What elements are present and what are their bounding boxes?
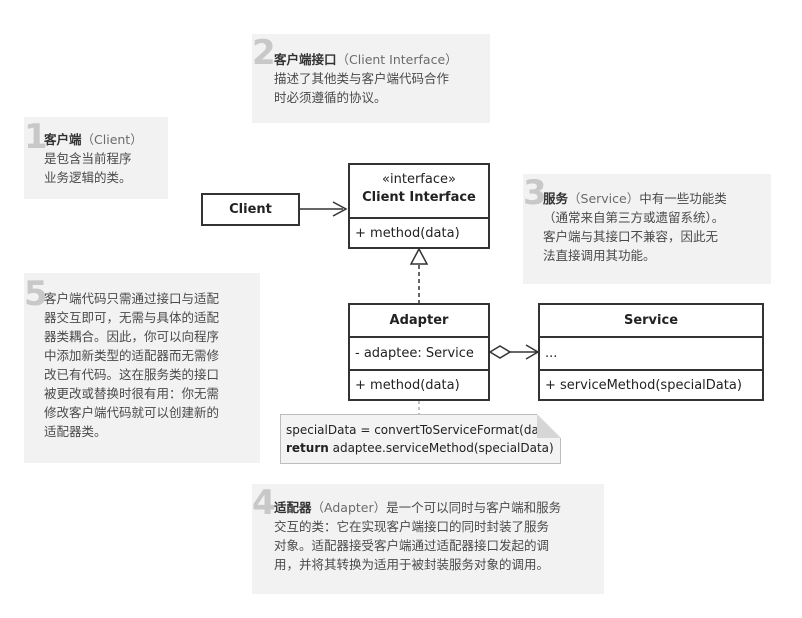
note-line: 修改客户端代码就可以创建新的 <box>44 405 220 420</box>
note-title-rest: 是一个可以同时与客户端和服务 <box>386 500 562 515</box>
class-service: Service ... + serviceMethod(specialData) <box>538 303 764 401</box>
note-line: 客户端与其接口不兼容，因此无 <box>543 229 719 244</box>
note-title: 客户端接口 <box>274 52 337 67</box>
note-line: 业务逻辑的类。 <box>44 170 132 185</box>
note-service: 3 服务（Service）中有一些功能类 （通常来自第三方或遗留系统）。 客户端… <box>523 174 771 284</box>
client-to-interface-arrowhead <box>332 201 348 217</box>
note-number: 1 <box>24 117 48 157</box>
note-client-interface: 2 客户端接口（Client Interface） 描述了其他类与客户端代码合作… <box>252 34 490 123</box>
note-line: 时必须遵循的协议。 <box>274 90 387 105</box>
note-fold-corner <box>537 414 561 438</box>
note-title-en: （Service） <box>568 191 640 206</box>
code-line-1: specialData = convertToServiceFormat(dat… <box>286 423 556 437</box>
note-line: 用，并将其转换为适用于被封装服务对象的调用。 <box>274 557 550 572</box>
note-line: （通常来自第三方或遗留系统）。 <box>543 210 725 225</box>
note-client-code: 5 客户端代码只需通过接口与适配 器交互即可，无需与具体的适配 器类耦合。因此，… <box>24 273 260 463</box>
class-field: ... <box>540 336 762 369</box>
note-client: 1 客户端（Client） 是包含当前程序 业务逻辑的类。 <box>24 117 168 199</box>
code-note: specialData = convertToServiceFormat(dat… <box>280 414 561 464</box>
note-line: 改已有代码。这在服务类的接口 <box>44 367 220 382</box>
class-name: Adapter <box>389 313 449 328</box>
class-method: + serviceMethod(specialData) <box>540 369 762 401</box>
class-method: + method(data) <box>350 369 488 401</box>
note-title: 适配器 <box>274 500 312 515</box>
note-adapter: 4 适配器（Adapter）是一个可以同时与客户端和服务 交互的类：它在实现客户… <box>252 484 604 594</box>
class-stereotype: «interface» <box>382 172 456 187</box>
note-title-en: （Client Interface） <box>336 52 458 67</box>
note-line: 器类耦合。因此，你可以向程序 <box>44 329 220 344</box>
note-line: 器交互即可，无需与具体的适配 <box>44 310 220 325</box>
realization-arrowhead <box>409 247 429 265</box>
note-line: 描述了其他类与客户端代码合作 <box>274 71 450 86</box>
note-line: 客户端代码只需通过接口与适配 <box>44 291 220 306</box>
note-number: 3 <box>523 173 547 213</box>
code-line-2: return adaptee.serviceMethod(specialData… <box>286 439 560 457</box>
class-field: - adaptee: Service <box>350 336 488 369</box>
note-title-en: （Client） <box>81 132 143 147</box>
note-line: 是包含当前程序 <box>44 151 132 166</box>
note-number: 5 <box>24 274 48 314</box>
note-number: 2 <box>252 33 276 73</box>
note-line: 适配器类。 <box>44 424 107 439</box>
class-name: Service <box>623 313 679 328</box>
note-line: 交互的类：它在实现客户端接口的同时封装了服务 <box>274 519 550 534</box>
code-keyword: return <box>286 441 329 455</box>
note-line: 中添加新类型的适配器而无需修 <box>44 348 220 363</box>
class-name: Client Interface <box>362 190 476 205</box>
note-line: 被更改或替换时很有用：你无需 <box>44 386 220 401</box>
note-title: 服务 <box>543 191 569 206</box>
note-line: 对象。适配器接受客户端通过适配器接口发起的调 <box>274 538 550 553</box>
class-client: Client <box>201 193 300 226</box>
code-line-2-rest: adaptee.serviceMethod(specialData) <box>328 441 554 455</box>
class-client-interface: «interface» Client Interface + method(da… <box>348 163 490 249</box>
class-adapter: Adapter - adaptee: Service + method(data… <box>348 303 490 401</box>
class-method: + method(data) <box>350 217 488 249</box>
aggregation-diamond <box>488 345 512 359</box>
class-name: Client <box>229 202 272 217</box>
note-title-rest: 中有一些功能类 <box>639 191 727 206</box>
note-number: 4 <box>252 483 276 523</box>
note-title-en: （Adapter） <box>311 500 387 515</box>
note-line: 法直接调用其功能。 <box>543 248 656 263</box>
note-title: 客户端 <box>44 132 82 147</box>
